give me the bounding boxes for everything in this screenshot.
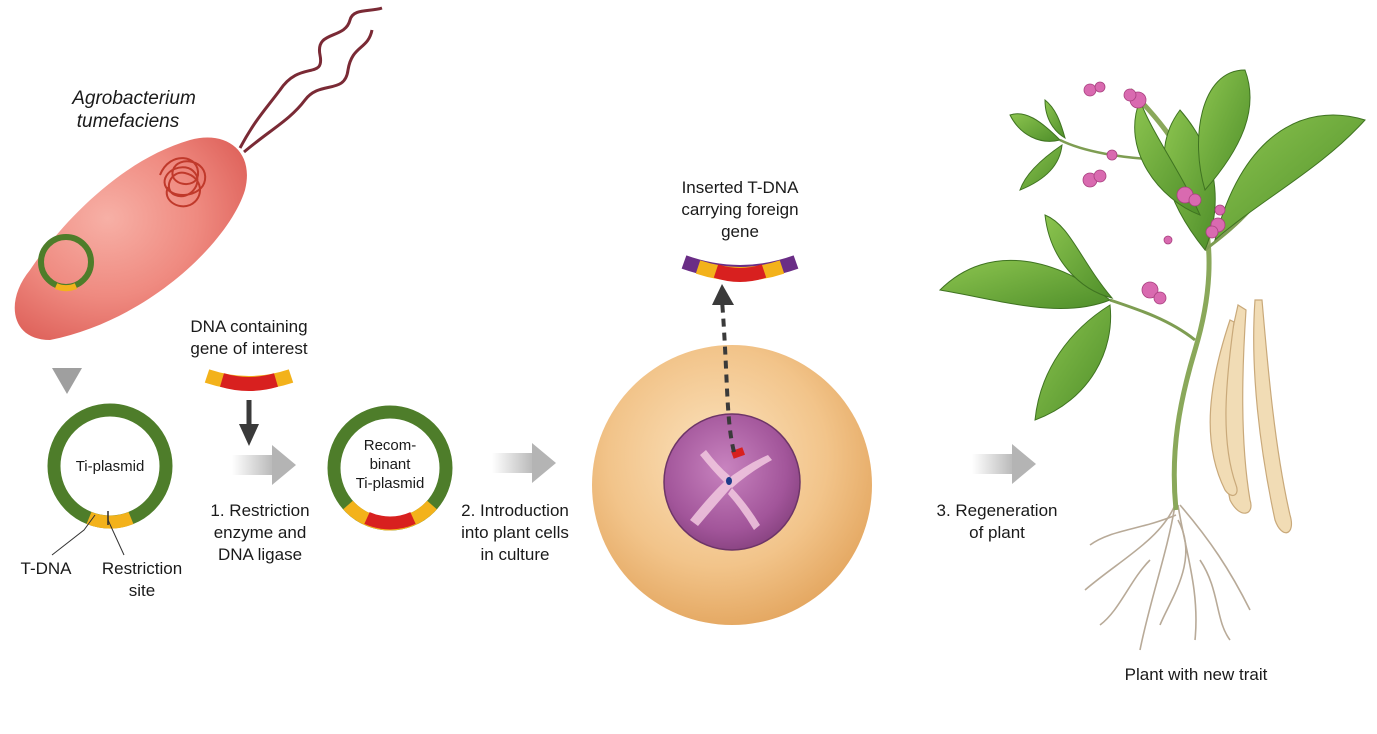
arrow-step-3 [972, 444, 1036, 484]
agrobacterium [14, 6, 383, 340]
arrow-step-1 [232, 445, 296, 485]
flagellum [243, 29, 374, 154]
organism-name-2: tumefaciens [77, 111, 180, 132]
step-2-label: 2. Introduction [461, 501, 569, 520]
tdna-label: T-DNA [21, 559, 73, 578]
organism-name: Agrobacterium [71, 88, 196, 109]
bean-plant [938, 69, 1366, 651]
step-3-label: 3. Regeneration [937, 501, 1058, 520]
dna-label: DNA containing [190, 317, 307, 336]
dashed-arrow-up [712, 284, 736, 453]
recombinant-label-2: binant [370, 456, 412, 473]
tdna-region [86, 511, 134, 529]
inserted-tdna-label-3: gene [721, 222, 759, 241]
bacterial-chromosome [159, 157, 207, 208]
plant-caption: Plant with new trait [1125, 665, 1268, 684]
bacterium-body [14, 137, 247, 340]
step-2-label-3: in culture [481, 545, 550, 564]
step-1-label-3: DNA ligase [218, 545, 302, 564]
flagellum [238, 6, 383, 149]
inserted-tdna-label-2: carrying foreign [681, 200, 798, 219]
recombinant-label: Recom- [364, 437, 417, 454]
plant-cell [592, 345, 872, 625]
step-1-label: 1. Restriction [210, 501, 309, 520]
recombinant-label-3: Ti-plasmid [356, 475, 425, 492]
step-2-label-2: into plant cells [461, 523, 569, 542]
branch [1109, 298, 1196, 342]
ti-plasmid-label: Ti-plasmid [76, 458, 145, 475]
restriction-site-label-2: site [129, 581, 155, 600]
chromosome [690, 450, 772, 530]
inserted-tdna-fragment [681, 255, 799, 282]
recombinant-ti-plasmid [327, 405, 453, 531]
arrow-step-2 [492, 443, 556, 483]
roots [1084, 504, 1251, 651]
gene-of-interest-fragment [204, 369, 294, 391]
step-3-label-2: of plant [969, 523, 1025, 542]
step-1-label-2: enzyme and [214, 523, 307, 542]
bean-pods [1209, 299, 1292, 534]
inserted-tdna-label: Inserted T-DNA [682, 178, 800, 197]
restriction-site-label: Restriction [102, 559, 182, 578]
flowers [1082, 81, 1226, 305]
tdna-segment [54, 283, 78, 292]
leaves [938, 69, 1366, 421]
arrow-down-from-bacterium [52, 292, 82, 394]
arrow-down-dna [239, 400, 259, 446]
dna-label-2: gene of interest [190, 339, 307, 358]
